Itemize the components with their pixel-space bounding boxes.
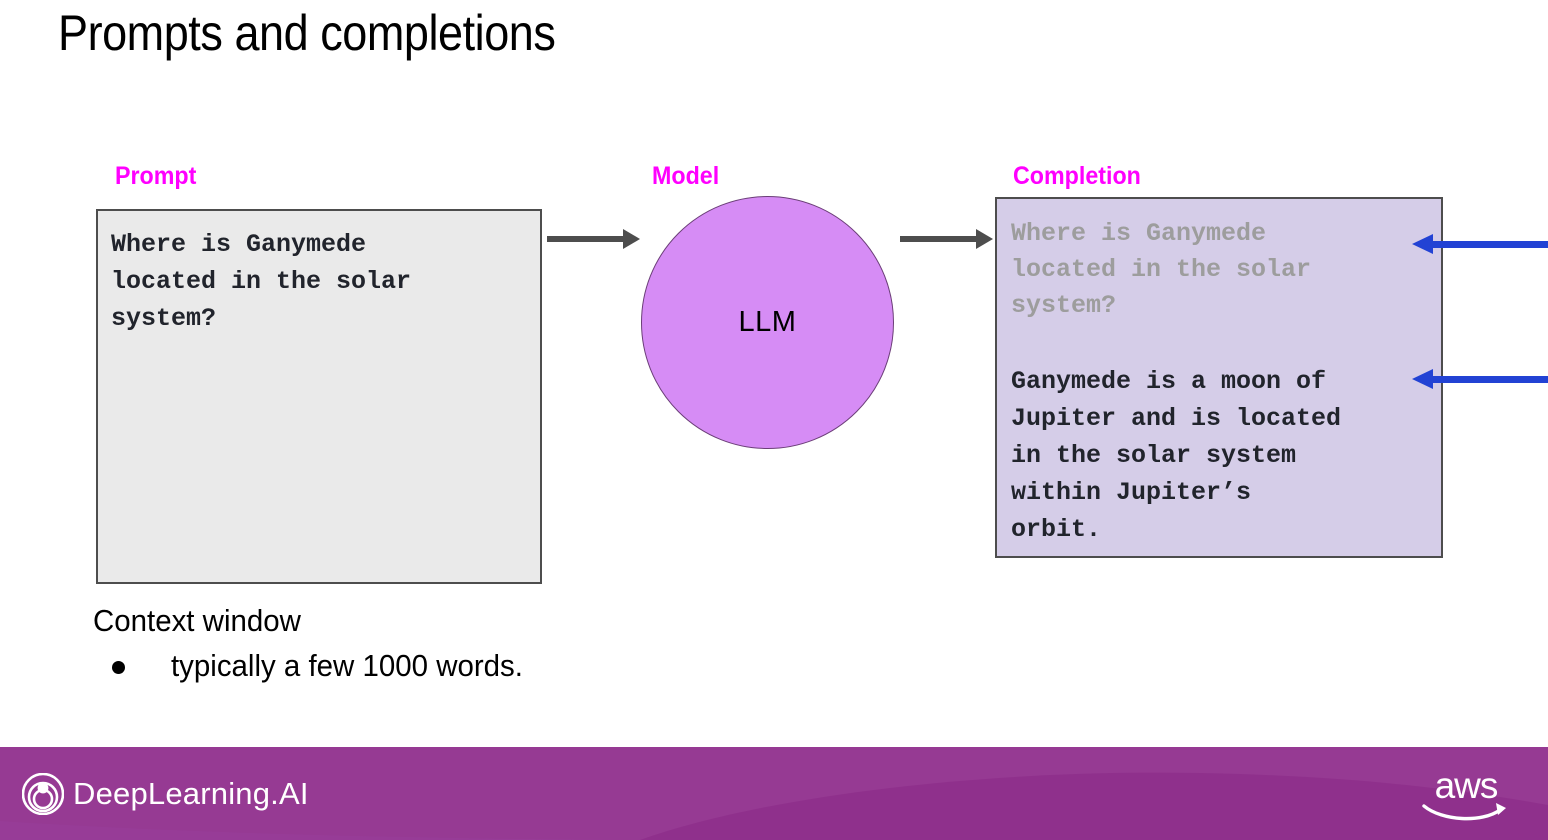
prompt-section-label: Prompt bbox=[115, 162, 197, 190]
callout-arrow-generated-text-icon bbox=[1412, 369, 1548, 389]
deeplearning-ai-logo: DeepLearning.AI bbox=[22, 773, 309, 815]
completion-box bbox=[995, 197, 1443, 558]
deeplearning-ai-wordmark: DeepLearning.AI bbox=[73, 776, 309, 811]
llm-label: LLM bbox=[738, 306, 797, 338]
deeplearning-spiral-icon bbox=[22, 773, 64, 815]
bullet-dot-icon bbox=[112, 661, 125, 674]
prompt-text: Where is Ganymede located in the solar s… bbox=[111, 230, 412, 333]
aws-smile-arrow-icon bbox=[1422, 803, 1506, 821]
footer-wave-decoration bbox=[0, 772, 1548, 840]
context-window-bullet-item: typically a few 1000 words. bbox=[112, 645, 542, 687]
prompt-box bbox=[96, 209, 542, 584]
context-window-heading: Context window bbox=[93, 603, 301, 638]
slide-footer: DeepLearning.AI aws bbox=[0, 747, 1548, 840]
completion-section-label: Completion bbox=[1013, 162, 1141, 190]
callout-arrow-echoed-prompt-icon bbox=[1412, 234, 1548, 254]
arrow-prompt-to-model-icon bbox=[547, 229, 640, 249]
model-section-label: Model bbox=[652, 162, 720, 190]
page-title: Prompts and completions bbox=[58, 5, 556, 61]
context-window-bullet-text: typically a few 1000 words. bbox=[171, 648, 523, 683]
completion-generated-text: Ganymede is a moon of Jupiter and is loc… bbox=[1011, 367, 1342, 544]
aws-logo: aws bbox=[1420, 765, 1512, 821]
completion-echoed-prompt-text: Where is Ganymede located in the solar s… bbox=[1011, 219, 1312, 320]
aws-wordmark: aws bbox=[1434, 765, 1499, 806]
arrow-model-to-completion-icon bbox=[900, 229, 993, 249]
llm-circle bbox=[641, 196, 894, 449]
